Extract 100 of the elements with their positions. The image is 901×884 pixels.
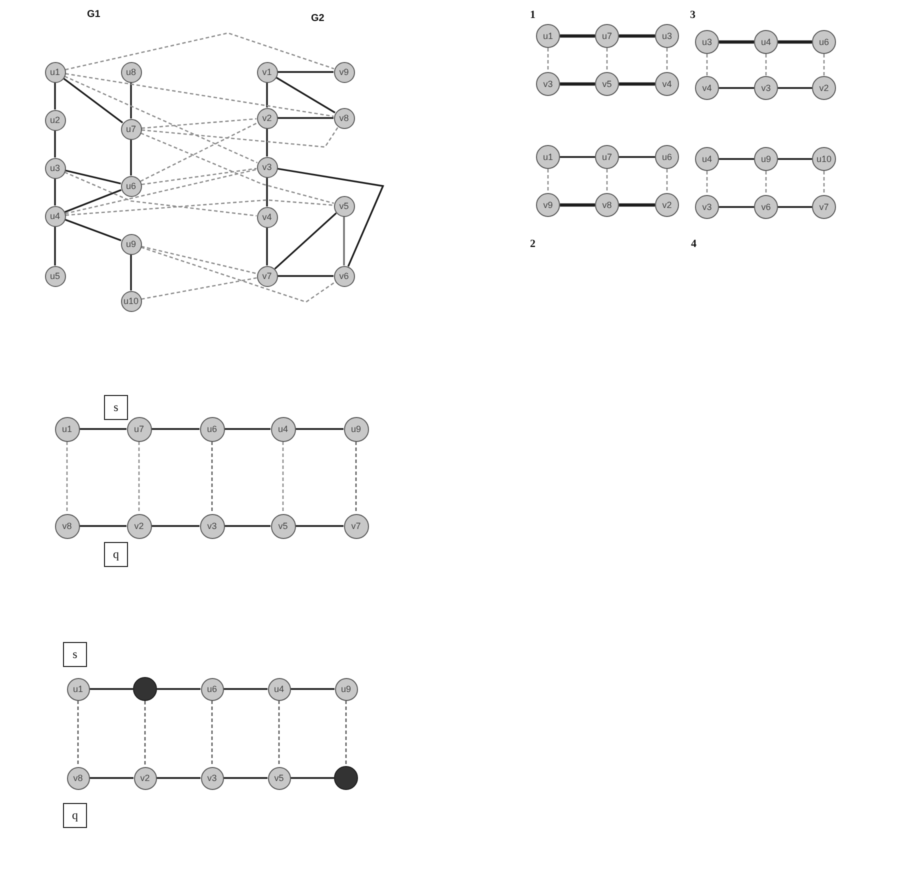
graph-edge (156, 777, 200, 779)
thick-edge (778, 40, 812, 44)
graph-vertex: v8 (66, 766, 90, 790)
dashed-edge (547, 169, 549, 193)
graph-vertex: v1 (256, 62, 278, 82)
graph-edge (54, 130, 56, 158)
graph-vertex: u10 (812, 147, 836, 171)
graph-vertex: v8 (54, 514, 80, 538)
panel-number: 2 (530, 239, 536, 250)
dashed-edge (823, 54, 825, 76)
graph-edge (266, 178, 268, 206)
dashed-edge (706, 171, 708, 195)
graph-vertex: v2 (812, 76, 836, 100)
thick-edge (560, 82, 595, 86)
graph-vertex: v4 (655, 72, 679, 96)
graph-vertex: u5 (44, 266, 66, 286)
graph-vertex: u7 (595, 145, 619, 169)
graph-edge (64, 189, 122, 213)
graph-edge (224, 525, 270, 527)
panel-number: 1 (530, 10, 536, 21)
graph-edge (130, 82, 132, 118)
graph-vertex: u3 (655, 24, 679, 48)
graph-edge (224, 688, 268, 690)
graph-vertex: v7 (344, 514, 368, 538)
thick-edge (560, 34, 595, 38)
thick-edge (719, 40, 754, 44)
graph-vertex: u4 (44, 206, 66, 226)
dashed-edge (606, 48, 608, 72)
graph-vertex: v2 (126, 514, 152, 538)
dashed-edge (141, 126, 339, 148)
graph-edge (65, 170, 121, 184)
graph-edge (290, 777, 334, 779)
graph-edge (274, 212, 337, 270)
label-box: q (104, 542, 128, 566)
dashed-edge (355, 442, 357, 514)
filled-vertex (334, 766, 358, 790)
graph-edge (278, 71, 334, 73)
dashed-edge (141, 277, 257, 300)
dashed-edge (706, 54, 708, 76)
graph-edge (290, 688, 334, 690)
graph-edge (224, 777, 268, 779)
graph-edge (719, 158, 754, 160)
graph-vertex: v5 (334, 196, 354, 216)
dashed-edge (64, 76, 258, 164)
graph-edge (90, 777, 134, 779)
dashed-edge (606, 169, 608, 193)
graph-vertex: u9 (334, 678, 358, 700)
label-box: s (63, 642, 87, 666)
graph-vertex: u8 (120, 62, 142, 82)
dashed-edge (765, 171, 767, 195)
graph-vertex: v2 (256, 108, 278, 128)
dashed-edge (65, 32, 334, 70)
graph-vertex: v5 (268, 766, 290, 790)
graph-vertex: v9 (334, 62, 354, 82)
graph-edge (80, 428, 126, 430)
dashed-edge (765, 54, 767, 76)
dashed-edge (345, 700, 347, 766)
dashed-edge (144, 701, 146, 766)
graph-vertex: u1 (54, 416, 80, 442)
label-box: s (104, 394, 128, 420)
graph-vertex: u9 (120, 234, 142, 254)
graph-edge (778, 158, 812, 160)
graph-vertex: u4 (754, 30, 778, 54)
dashed-edge (140, 132, 334, 204)
graph-vertex: u6 (120, 176, 142, 196)
graph-edge (54, 82, 56, 110)
graph-edge (296, 525, 344, 527)
graph-edge (54, 226, 56, 266)
graph-edge (224, 428, 270, 430)
graph-vertex: v3 (536, 72, 560, 96)
graph-vertex: u1 (536, 24, 560, 48)
graph-vertex: u2 (44, 110, 66, 130)
dashed-edge (547, 48, 549, 72)
graph-edge (278, 117, 334, 119)
graph-vertex: v8 (334, 108, 354, 128)
graph-vertex: u6 (200, 416, 224, 442)
graph-vertex: v7 (256, 266, 278, 286)
dashed-edge (278, 700, 280, 766)
dashed-edge (141, 118, 257, 129)
graph-edge (778, 87, 812, 89)
graph-vertex: u1 (536, 145, 560, 169)
panel-number: 4 (691, 239, 696, 250)
graph-vertex: v3 (200, 766, 224, 790)
graph-vertex: v3 (754, 76, 778, 100)
graph-vertex: u7 (126, 416, 152, 442)
graph-edge (152, 525, 200, 527)
graph-vertex: v2 (134, 766, 156, 790)
graph-edge (266, 228, 268, 266)
graph-edge (619, 156, 655, 158)
graph-vertex: u6 (812, 30, 836, 54)
dashed-edge (666, 48, 668, 72)
graph-edge (266, 128, 268, 156)
panel-number: 3 (690, 10, 696, 21)
graph-vertex: u6 (655, 145, 679, 169)
dashed-edge (77, 700, 79, 766)
dashed-edge (138, 442, 140, 514)
dashed-edge (666, 169, 668, 193)
dashed-edge (211, 700, 213, 766)
graph-vertex: v8 (595, 193, 619, 217)
dashed-edge (211, 442, 213, 514)
